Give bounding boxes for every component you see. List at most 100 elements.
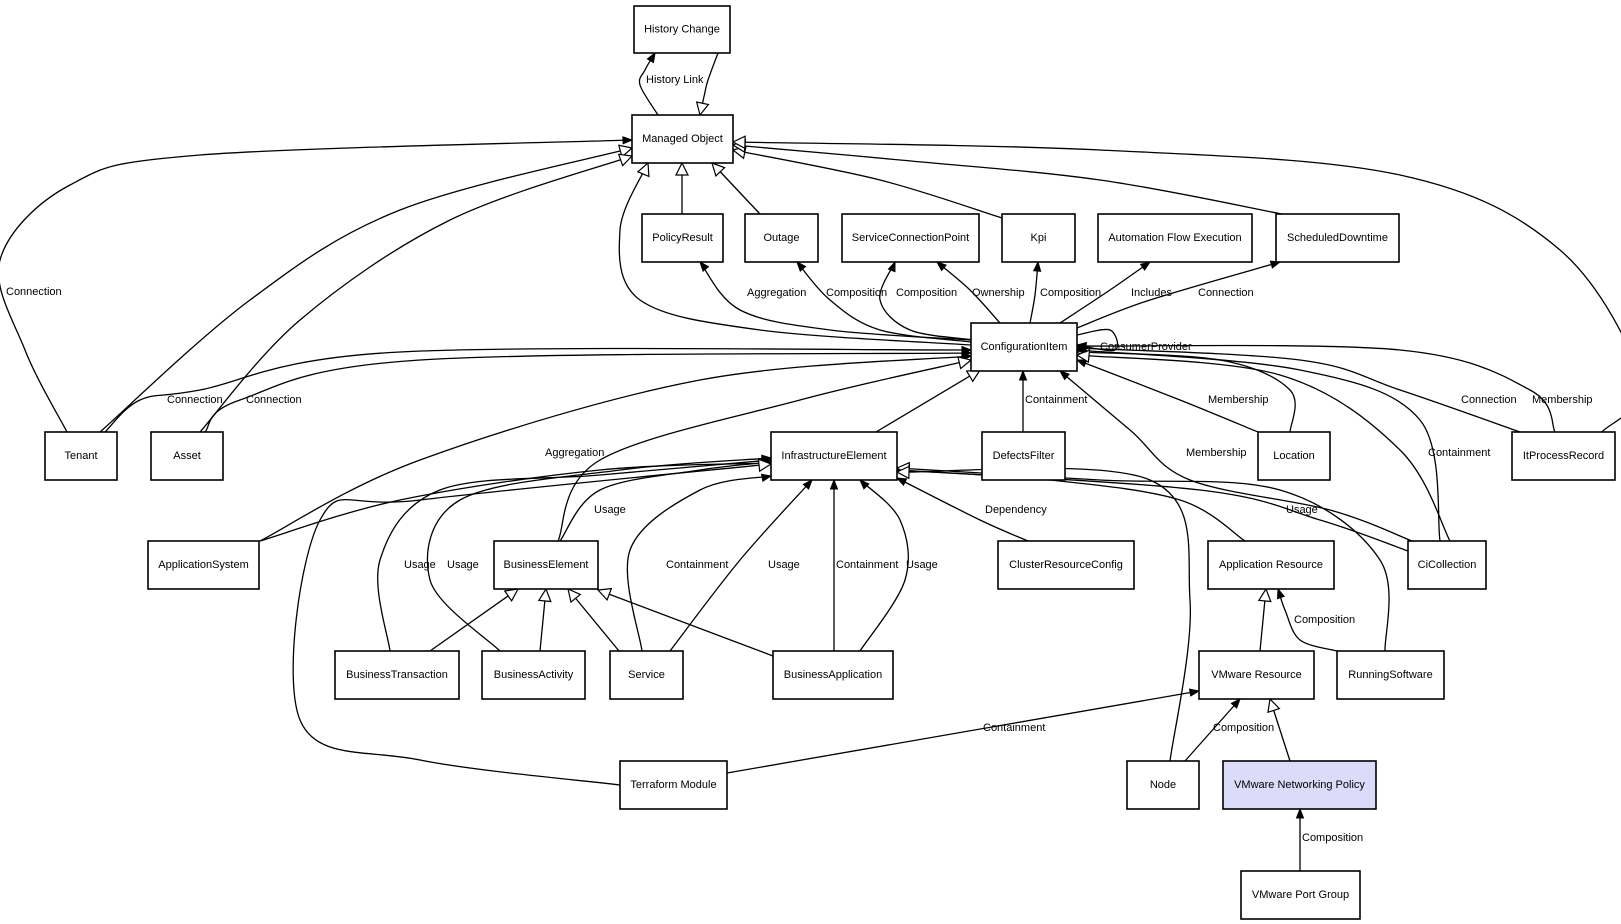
node-box[interactable] <box>1222 760 1377 810</box>
node-box[interactable] <box>633 5 731 54</box>
association-arrow-icon <box>1139 261 1152 271</box>
node-box[interactable] <box>841 213 980 263</box>
edge-terraform_module-to-vmware_resource-association <box>726 688 1201 774</box>
edge-line <box>1184 698 1241 762</box>
node-box[interactable] <box>772 650 894 700</box>
inheritance-arrow-icon <box>711 162 726 177</box>
node-box[interactable] <box>481 650 586 700</box>
node-policy-result[interactable]: PolicyResult <box>641 213 724 263</box>
node-label: BusinessElement <box>504 559 589 571</box>
node-box[interactable] <box>770 431 898 481</box>
edge-scheduled_downtime-to-managed_object-inheritance <box>731 139 1283 215</box>
node-box[interactable] <box>631 114 734 164</box>
edges-layer <box>0 51 1621 871</box>
association-arrow-icon <box>1075 359 1088 368</box>
edge-label: Composition <box>826 287 887 299</box>
node-label: VMware Port Group <box>1252 889 1349 901</box>
node-infrastructure-element[interactable]: InfrastructureElement <box>770 431 898 481</box>
edge-line <box>259 462 772 542</box>
node-service[interactable]: Service <box>609 650 684 700</box>
node-box[interactable] <box>609 650 684 700</box>
node-box[interactable] <box>147 540 260 590</box>
association-arrow-icon <box>761 454 773 463</box>
node-configuration-item[interactable]: ConfigurationItem <box>970 322 1078 372</box>
edge-ci_collection-to-infrastructure_element-association <box>895 466 1409 552</box>
node-label: InfrastructureElement <box>781 450 886 462</box>
node-application-system[interactable]: ApplicationSystem <box>147 540 260 590</box>
edge-label: Membership <box>1532 394 1593 406</box>
edge-infrastructure_element-to-configuration_item-inheritance <box>875 369 982 433</box>
edge-line <box>204 352 972 433</box>
node-outage[interactable]: Outage <box>744 213 819 263</box>
edge-label: Connection <box>6 286 62 298</box>
node-business-application[interactable]: BusinessApplication <box>772 650 894 700</box>
node-automation-flow-execution[interactable]: Automation Flow Execution <box>1097 213 1253 263</box>
node-box[interactable] <box>1336 650 1445 700</box>
edge-line <box>859 479 909 652</box>
node-vmware-networking-policy[interactable]: VMware Networking Policy <box>1222 760 1377 810</box>
node-defects-filter[interactable]: DefectsFilter <box>981 431 1066 481</box>
node-box[interactable] <box>1097 213 1253 263</box>
association-arrow-icon <box>699 260 710 273</box>
node-box[interactable] <box>1198 650 1315 700</box>
node-history-change[interactable]: History Change <box>633 5 731 54</box>
association-arrow-icon <box>1230 697 1241 709</box>
node-box[interactable] <box>1511 431 1616 481</box>
edge-business_element-to-configuration_item-inheritance <box>557 356 973 542</box>
node-box[interactable] <box>334 650 460 700</box>
edge-it_process_record-to-configuration_item-association <box>1075 341 1556 433</box>
association-arrow-icon <box>1032 260 1042 272</box>
node-box[interactable] <box>1407 540 1487 590</box>
node-node[interactable]: Node <box>1126 760 1200 810</box>
edge-configuration_item-to-kpi-association <box>1029 260 1042 324</box>
node-label: PolicyResult <box>652 232 713 244</box>
node-cluster-resource-config[interactable]: ClusterResourceConfig <box>997 540 1135 590</box>
node-box[interactable] <box>744 213 819 263</box>
node-box[interactable] <box>1126 760 1200 810</box>
edge-business_activity-to-business_element-inheritance <box>537 587 552 652</box>
node-vmware-resource[interactable]: VMware Resource <box>1198 650 1315 700</box>
inheritance-arrow-icon <box>695 101 710 117</box>
node-box[interactable] <box>493 540 599 590</box>
node-box[interactable] <box>150 431 224 481</box>
node-vmware-port-group[interactable]: VMware Port Group <box>1240 870 1361 920</box>
node-box[interactable] <box>1001 213 1076 263</box>
node-box[interactable] <box>981 431 1066 481</box>
node-application-resource[interactable]: Application Resource <box>1207 540 1335 590</box>
edge-label: Connection <box>1461 394 1517 406</box>
edge-line <box>936 261 1001 324</box>
node-tenant[interactable]: Tenant <box>44 431 118 481</box>
node-box[interactable] <box>44 431 118 481</box>
node-business-transaction[interactable]: BusinessTransaction <box>334 650 460 700</box>
node-business-element[interactable]: BusinessElement <box>493 540 599 590</box>
node-box[interactable] <box>997 540 1135 590</box>
association-arrow-icon <box>935 261 947 272</box>
node-it-process-record[interactable]: ItProcessRecord <box>1511 431 1616 481</box>
node-scheduled-downtime[interactable]: ScheduledDowntime <box>1275 213 1400 263</box>
edge-line <box>732 149 1003 219</box>
node-terraform-module[interactable]: Terraform Module <box>619 760 728 810</box>
edge-label: Usage <box>447 559 479 571</box>
node-label: BusinessActivity <box>494 669 574 681</box>
node-location[interactable]: Location <box>1257 431 1331 481</box>
node-business-activity[interactable]: BusinessActivity <box>481 650 586 700</box>
node-box[interactable] <box>619 760 728 810</box>
node-service-connection-point[interactable]: ServiceConnectionPoint <box>841 213 980 263</box>
node-box[interactable] <box>1240 870 1361 920</box>
node-asset[interactable]: Asset <box>150 431 224 481</box>
node-box[interactable] <box>1257 431 1331 481</box>
node-kpi[interactable]: Kpi <box>1001 213 1076 263</box>
edge-business_application-to-infrastructure_element-association <box>859 479 909 652</box>
association-arrow-icon <box>1276 587 1286 600</box>
node-box[interactable] <box>1275 213 1400 263</box>
node-box[interactable] <box>1207 540 1335 590</box>
inheritance-arrow-icon <box>731 135 746 150</box>
node-running-software[interactable]: RunningSoftware <box>1336 650 1445 700</box>
node-managed-object[interactable]: Managed Object <box>631 114 734 164</box>
node-box[interactable] <box>970 322 1078 372</box>
edge-line <box>618 162 972 346</box>
node-ci-collection[interactable]: CiCollection <box>1407 540 1487 590</box>
node-box[interactable] <box>641 213 724 263</box>
edge-label: Usage <box>594 504 626 516</box>
